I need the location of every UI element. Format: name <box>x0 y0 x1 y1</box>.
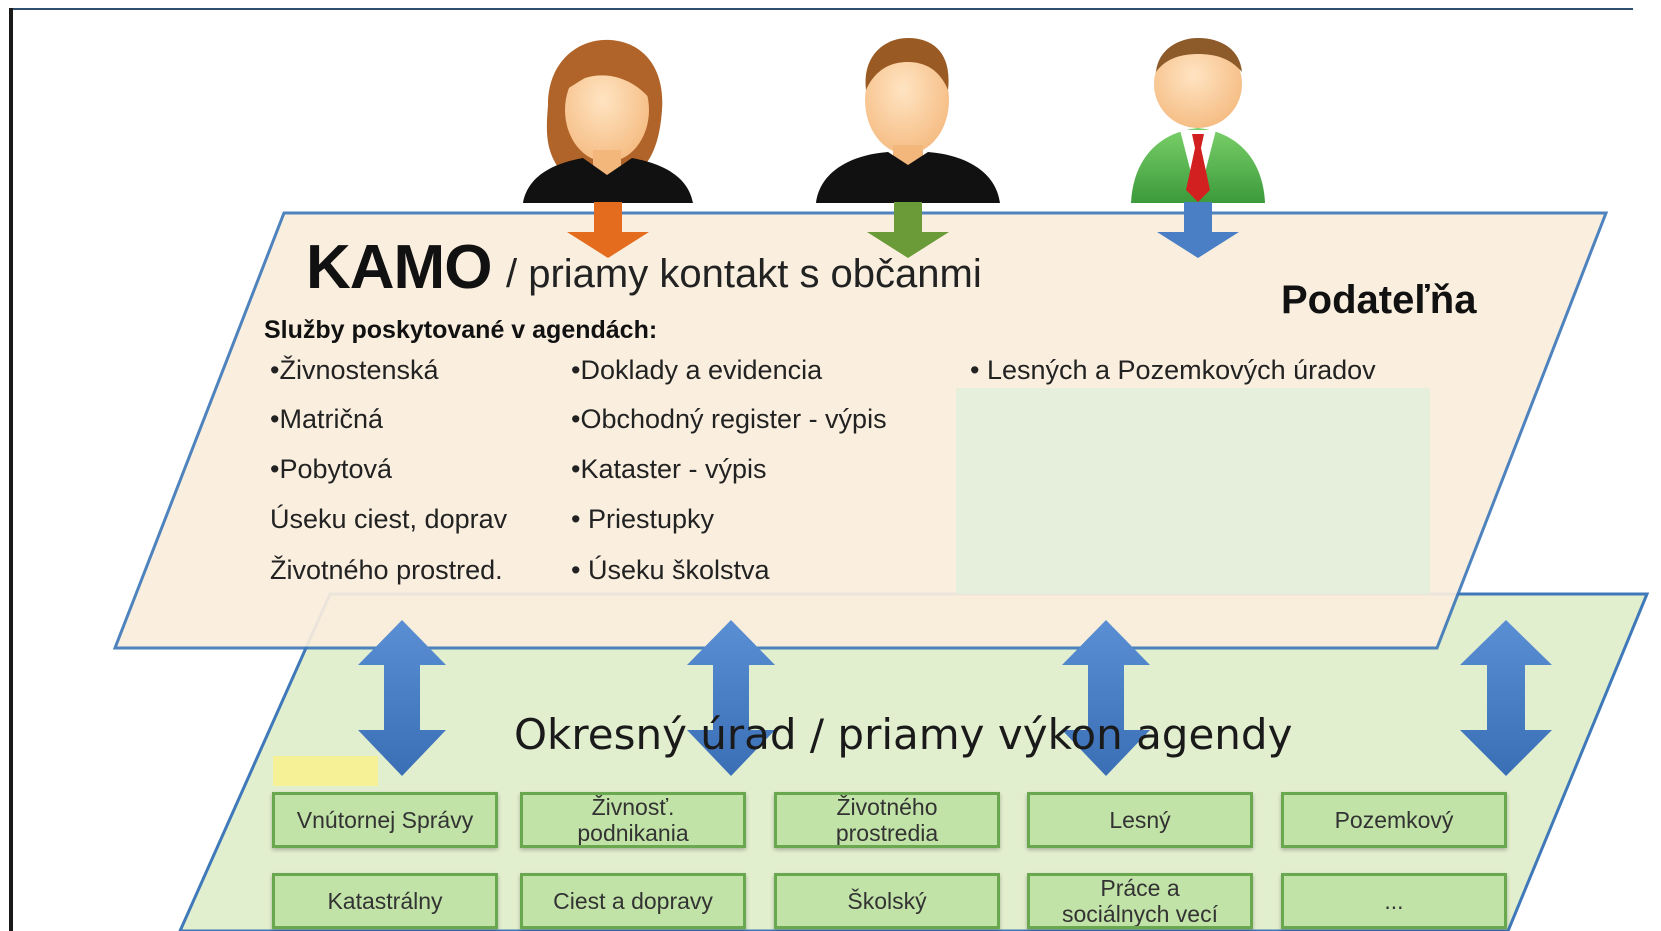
service-item: •Živnostenská <box>270 355 439 385</box>
department-box: Školský <box>774 873 1000 929</box>
top-border-line <box>13 8 1633 10</box>
double-arrow-2 <box>687 620 775 776</box>
department-box: Vnútornej Správy <box>272 792 498 848</box>
yellow-highlight <box>273 756 378 786</box>
double-arrow-1 <box>358 620 446 776</box>
okresny-urad-title: Okresný úrad / priamy výkon agendy <box>514 710 1293 759</box>
green-down-arrow <box>867 202 949 258</box>
service-item: •Matričná <box>270 404 383 434</box>
services-heading: Služby poskytované v agendách: <box>264 316 658 344</box>
service-item: •Pobytová <box>270 454 393 484</box>
service-item: •Kataster - výpis <box>571 454 767 484</box>
kamo-title: KAMO <box>306 233 492 302</box>
service-item: Úseku ciest, doprav <box>270 504 508 534</box>
double-arrow-4 <box>1460 620 1552 776</box>
service-item: • Lesných a Pozemkových úradov <box>970 355 1376 385</box>
businessman-avatar-icon <box>1131 38 1265 203</box>
department-box: Katastrálny <box>272 873 498 929</box>
service-item: • Úseku školstva <box>571 555 770 585</box>
department-box: Práce a sociálnych vecí <box>1027 873 1253 929</box>
woman-avatar-icon <box>523 39 693 203</box>
department-box: Ciest a dopravy <box>520 873 746 929</box>
blue-down-arrow <box>1157 202 1239 258</box>
department-box: Živnosť. podnikania <box>520 792 746 848</box>
service-item: Životného prostred. <box>270 555 503 585</box>
service-item: • Priestupky <box>571 504 715 534</box>
man-avatar-icon <box>816 38 1000 203</box>
service-item: •Doklady a evidencia <box>571 355 823 385</box>
empty-area <box>956 388 1430 594</box>
department-box: Lesný <box>1027 792 1253 848</box>
podatelna-label: Podateľňa <box>1281 278 1477 322</box>
kamo-subtitle: / priamy kontakt s občanmi <box>506 252 982 296</box>
department-box: Životného prostredia <box>774 792 1000 848</box>
orange-down-arrow <box>567 202 649 258</box>
left-border-line <box>9 8 13 931</box>
double-arrow-3 <box>1062 620 1150 776</box>
department-box: ... <box>1281 873 1507 929</box>
department-box: Pozemkový <box>1281 792 1507 848</box>
service-item: •Obchodný register - výpis <box>571 404 887 434</box>
